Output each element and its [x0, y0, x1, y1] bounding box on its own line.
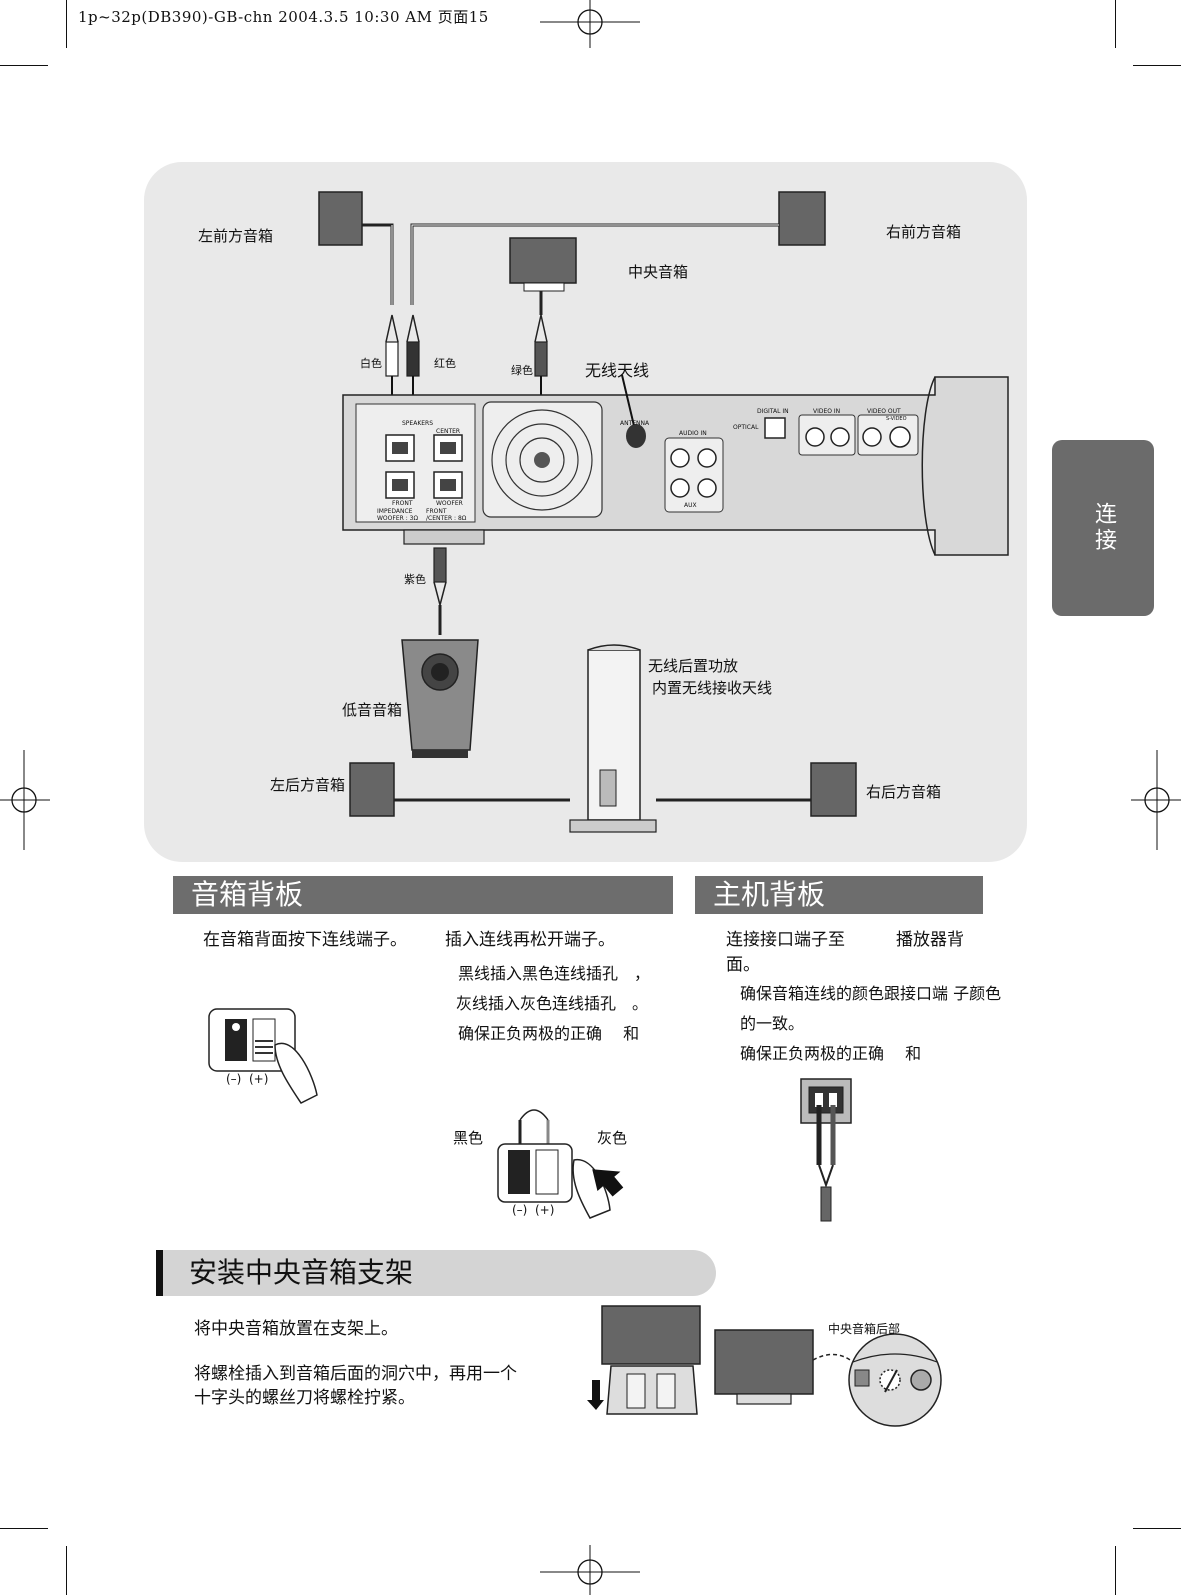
section-speaker-back-title: 音箱背板	[173, 876, 673, 914]
panel-s-video-label: S-VIDEO	[886, 416, 907, 422]
main-unit-bullet1: 确保音箱连线的颜色跟接口端 子颜色	[740, 980, 1001, 1004]
panel-speakers-label: SPEAKERS	[402, 420, 433, 427]
rear-left-label: 左后方音箱	[270, 774, 345, 795]
rear-right-speaker	[811, 763, 856, 816]
subwoofer-label: 低音音箱	[342, 699, 402, 720]
panel-digital-in-label: DIGITAL IN	[757, 408, 789, 415]
center-stand-step1: 将中央音箱放置在支架上。	[194, 1314, 398, 1339]
panel-woofer-label: WOOFER	[436, 500, 463, 507]
center-label: 中央音箱	[628, 261, 688, 282]
green-label: 绿色	[511, 362, 533, 378]
front-right-label: 右前方音箱	[886, 221, 961, 242]
front-left-label: 左前方音箱	[198, 225, 273, 246]
speaker-back-bullet3: 确保正负两极的正确 和	[458, 1020, 639, 1044]
crop-mark	[1133, 1528, 1181, 1529]
panel-optical-label: OPTICAL	[733, 424, 758, 431]
main-unit-step1-line2: 面。	[726, 950, 760, 975]
center-rear-label: 中央音箱后部	[828, 1320, 900, 1337]
wireless-antenna-label: 无线天线	[585, 357, 649, 381]
panel-aux-label: AUX	[684, 502, 697, 509]
center-stand-step2-line2: 十字头的螺丝刀将螺栓拧紧。	[194, 1383, 415, 1408]
section-center-stand-title: 安装中央音箱支架	[156, 1250, 716, 1296]
panel-center-ohm-label: /CENTER : 8Ω	[426, 515, 466, 522]
rear-amp-label-line1: 无线后置功放	[648, 655, 738, 676]
main-unit-bullet2: 的一致。	[740, 1010, 804, 1034]
crop-mark	[0, 1528, 48, 1529]
crop-mark	[1115, 1546, 1116, 1595]
main-unit-step1-line1: 连接接口端子至 播放器背	[726, 925, 964, 950]
speaker-back-bullet1: 黑线插入黑色连线插孔 ，	[458, 960, 650, 984]
black-wire-label: 黑色	[453, 1127, 483, 1148]
red-label: 红色	[434, 355, 456, 371]
panel-center-label: CENTER	[436, 428, 460, 435]
speaker-back-step1: 在音箱背面按下连线端子。	[203, 925, 407, 950]
polarity-label-1: (–) (+)	[226, 1072, 268, 1086]
white-label: 白色	[360, 355, 382, 371]
crop-mark	[66, 1546, 67, 1595]
registration-mark-bottom	[540, 1545, 640, 1595]
panel-video-in-label: VIDEO IN	[813, 408, 840, 415]
speaker-back-step2: 插入连线再松开端子。	[445, 925, 615, 950]
rear-right-label: 右后方音箱	[866, 781, 941, 802]
purple-label: 紫色	[404, 571, 426, 587]
panel-front-label: FRONT	[392, 500, 413, 507]
rear-left-speaker	[350, 763, 394, 816]
panel-impedance-label: IMPEDANCE	[377, 508, 412, 515]
front-right-speaker	[779, 192, 825, 245]
panel-audio-in-label: AUDIO IN	[679, 430, 707, 437]
gray-wire-label: 灰色	[597, 1127, 627, 1148]
section-main-unit-back-title: 主机背板	[695, 876, 983, 914]
center-speaker	[510, 238, 576, 283]
polarity-label-2: (–) (+)	[512, 1203, 554, 1217]
panel-video-out-label: VIDEO OUT	[867, 408, 901, 415]
panel-antenna-label: ANTENNA	[620, 420, 649, 427]
panel-woofer-ohm-label: WOOFER : 3Ω	[377, 515, 418, 522]
front-left-speaker	[319, 192, 362, 245]
speaker-back-bullet2: 灰线插入灰色连线插孔 。	[456, 990, 648, 1014]
connection-diagram	[0, 0, 1181, 870]
main-unit-terminal-illustration	[795, 1075, 865, 1225]
main-unit-bullet3: 确保正负两极的正确 和	[740, 1040, 921, 1064]
panel-front-center-label: FRONT	[426, 508, 447, 515]
rear-amp-label-line2: 内置无线接收天线	[652, 677, 772, 698]
center-stand-step2-line1: 将螺栓插入到音箱后面的洞穴中，再用一个	[194, 1359, 517, 1384]
terminal-press-illustration	[205, 1005, 325, 1105]
